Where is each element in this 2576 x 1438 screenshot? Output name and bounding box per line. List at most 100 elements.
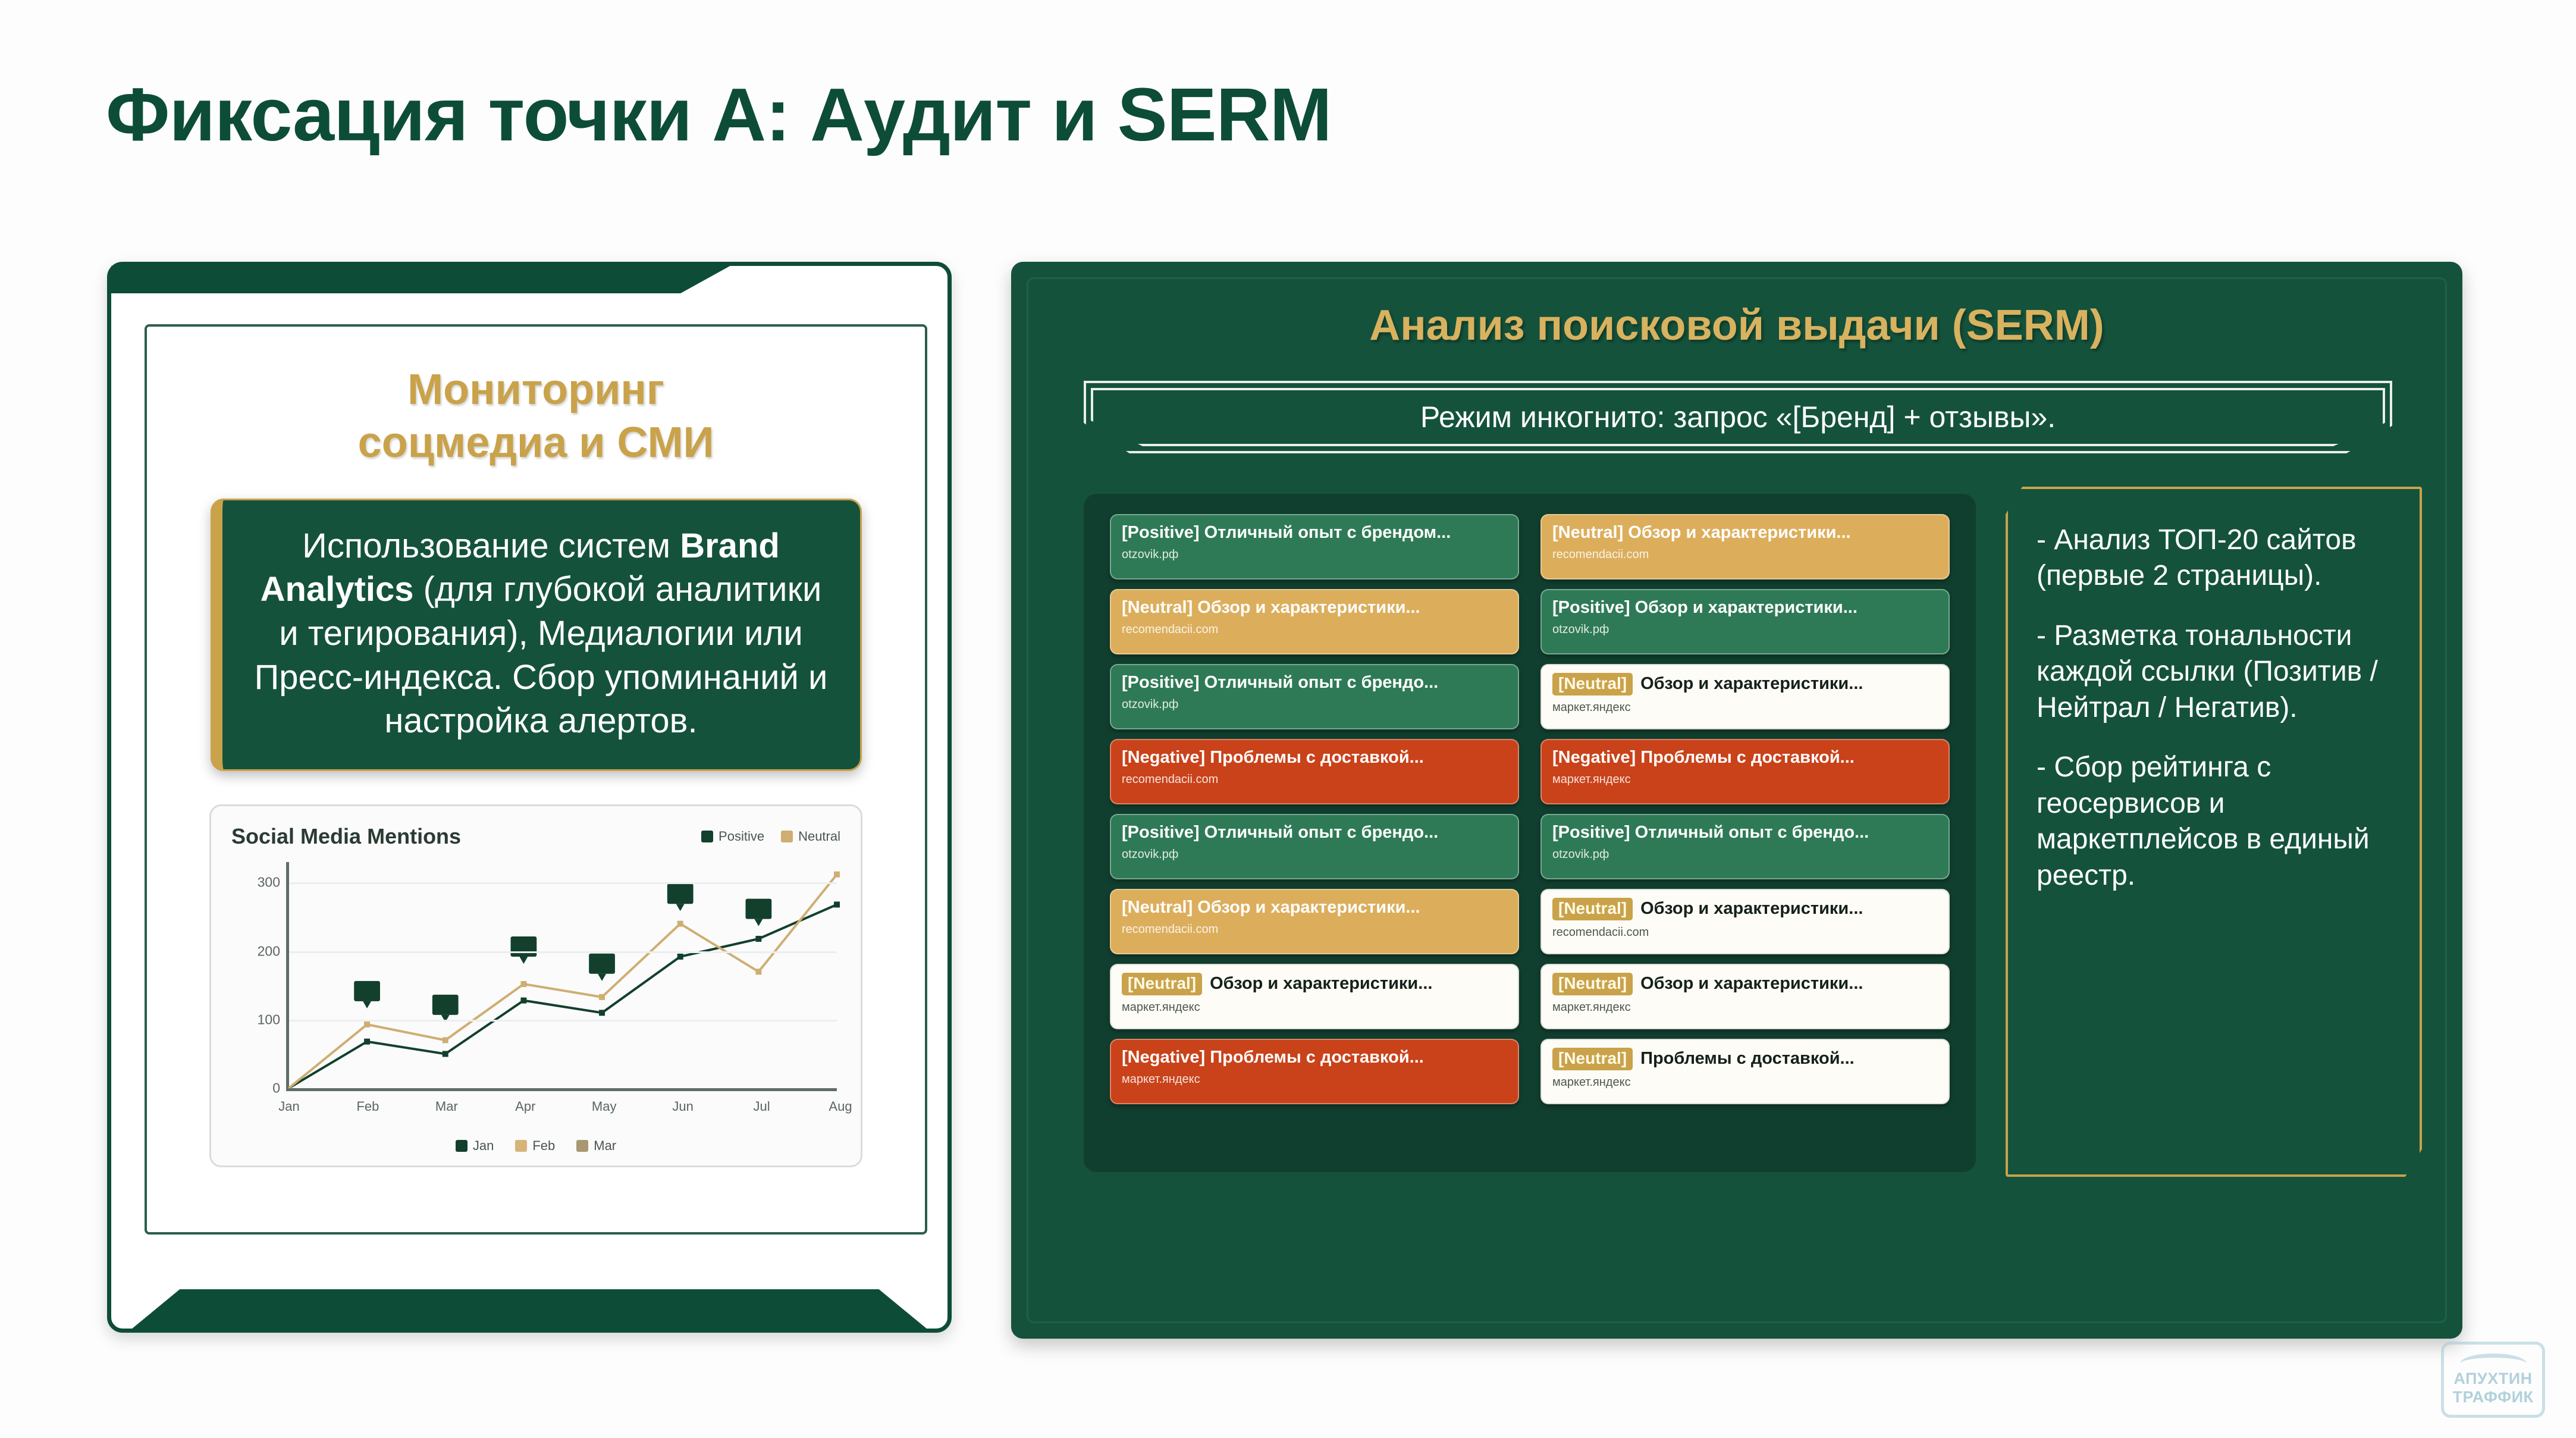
serm-result-card[interactable]: [Neutral]Обзор и характеристики... маркет… <box>1540 664 1950 729</box>
serm-result-card[interactable]: [Neutral] Обзор и характеристики...recom… <box>1540 514 1950 579</box>
page-title: Фиксация точки А: Аудит и SERM <box>106 73 1332 156</box>
watermark-line1: АПУХТИН <box>2453 1369 2533 1387</box>
serm-query-box: Режим инкогнито: запрос «[Бренд] + отзыв… <box>1084 381 2392 453</box>
serm-result-card[interactable]: [Positive] Отличный опыт с брендо...otzo… <box>1540 814 1950 879</box>
serm-title: Анализ поисковой выдачи (SERM) <box>1369 302 2104 349</box>
serm-result-card[interactable]: [Negative] Проблемы с доставкой...маркет… <box>1110 1039 1519 1104</box>
y-axis <box>286 861 289 1088</box>
serm-result-title: [Neutral] Обзор и характеристики... <box>1122 598 1420 617</box>
chart-data-point <box>834 871 840 878</box>
chart-bottom-legend-item: Feb <box>515 1138 555 1154</box>
serm-result-title: [Negative] Проблемы с доставкой... <box>1122 748 1424 767</box>
monitoring-description-text: Использование систем Brand Analytics (дл… <box>253 524 829 743</box>
chart-legend-item: Neutral <box>781 829 840 844</box>
serm-result-title: [Neutral] Обзор и характеристики... <box>1122 898 1420 917</box>
serm-result-source: otzovik.рф <box>1552 848 1609 861</box>
desc-brand-name: Brand Analytics <box>260 526 780 609</box>
y-axis-tick-label: 200 <box>257 943 280 958</box>
serm-result-card[interactable]: [Neutral]Проблемы с доставкой... маркет.я… <box>1540 1039 1950 1104</box>
serm-result-title: [Neutral]Обзор и характеристики... <box>1122 973 1507 996</box>
serm-result-source: recomendacii.com <box>1552 548 1649 562</box>
serm-result-title: [Negative] Проблемы с доставкой... <box>1552 748 1855 767</box>
serm-result-title: [Neutral]Обзор и характеристики... <box>1552 898 1938 921</box>
serm-result-card[interactable]: [Positive] Отличный опыт с брендо... otzo… <box>1110 814 1519 879</box>
chart-bottom-legend-item: Mar <box>576 1138 616 1154</box>
serm-result-card[interactable]: [Positive] Отличный опыт с брендо...otzo… <box>1110 664 1519 729</box>
serm-result-card[interactable]: [Neutral]Обзор и характеристики...маркет… <box>1110 964 1519 1029</box>
sentiment-badge: [Neutral] <box>1552 673 1633 696</box>
monitoring-heading: Мониторинг соцмедиа и СМИ <box>171 364 901 470</box>
serm-result-source: otzovik.рф <box>1122 848 1179 861</box>
chart-data-point <box>677 953 683 960</box>
serm-result-source: recomendacii.com <box>1122 773 1219 787</box>
serm-result-title: [Neutral]Обзор и характеристики... <box>1552 673 1938 696</box>
serm-result-card[interactable]: [Negative] Проблемы с доставкой...маркет… <box>1540 739 1950 804</box>
serm-result-source: маркет.яндекс <box>1122 1073 1200 1086</box>
chart-data-point <box>677 920 683 927</box>
serm-result-card[interactable]: [Neutral] Обзор и характеристики... recom… <box>1110 589 1519 654</box>
sentiment-badge: [Neutral] <box>1552 898 1633 921</box>
serm-result-source: recomendacii.com <box>1122 623 1219 637</box>
chart-series-line <box>288 903 837 1089</box>
serm-result-card[interactable]: [Neutral]Обзор и характеристики...маркет… <box>1540 964 1950 1029</box>
legend-swatch-icon <box>701 830 714 842</box>
serm-result-text: Обзор и характеристики... <box>1210 974 1433 994</box>
legend-swatch-icon <box>515 1139 528 1152</box>
chart-data-point <box>364 1038 371 1045</box>
desc-part-2: (для глубокой аналитики и тегирования), … <box>254 570 828 741</box>
serm-panel: Анализ поисковой выдачи (SERM) Режим инк… <box>1011 262 2462 1339</box>
monitoring-panel: Мониторинг соцмедиа и СМИ Использование … <box>107 262 952 1333</box>
monitoring-heading-line2: соцмедиа и СМИ <box>357 419 714 467</box>
chart-point-label <box>432 994 459 1022</box>
watermark-line2: ТРАФФИК <box>2452 1387 2534 1406</box>
chart-data-point <box>520 980 527 987</box>
chart-data-point <box>442 1051 448 1057</box>
chart-data-point <box>755 969 762 975</box>
serm-result-title: [Positive] Обзор и характеристики... <box>1552 598 1858 617</box>
x-axis-tick-label: Mar <box>435 1098 458 1114</box>
panel-bottom-accent-bar <box>132 1289 927 1329</box>
chart-bottom-legend: Jan Feb Mar <box>231 1138 840 1154</box>
x-axis-tick-label: Apr <box>515 1098 536 1114</box>
chart-gridline <box>289 951 837 953</box>
serm-result-source: otzovik.рф <box>1552 623 1609 637</box>
serm-result-source: маркет.яндекс <box>1552 701 1631 715</box>
serm-query-text: Режим инкогнито: запрос «[Бренд] + отзыв… <box>1420 400 2056 434</box>
chart-data-point <box>520 997 527 1004</box>
legend-swatch-icon <box>576 1139 589 1152</box>
serm-result-card[interactable]: [Positive] Обзор и характеристики... otzo… <box>1540 589 1950 654</box>
chart-data-point <box>442 1037 448 1044</box>
watermark-arc-icon <box>2459 1353 2527 1368</box>
legend-label: Jan <box>472 1138 494 1153</box>
serm-result-title: [Neutral]Проблемы с доставкой... <box>1552 1048 1938 1071</box>
sentiment-badge: [Neutral] <box>1552 973 1633 996</box>
chart-data-point <box>599 1010 605 1016</box>
serm-result-title: [Positive] Отличный опыт с брендо... <box>1122 823 1439 842</box>
serm-results-grid: [Positive] Отличный опыт с брендом...otz… <box>1110 514 1950 1104</box>
monitoring-panel-inner: Мониторинг соцмедиа и СМИ Использование … <box>145 324 927 1235</box>
serm-note-item: - Анализ ТОП-20 сайтов (первые 2 страниц… <box>2037 524 2357 592</box>
serm-result-card[interactable]: [Neutral] Обзор и характеристики...recom… <box>1110 889 1519 954</box>
serm-result-text: Обзор и характеристики... <box>1640 974 1863 994</box>
chart-data-point <box>755 935 762 942</box>
chart-data-point <box>599 994 605 1000</box>
chart-point-label <box>510 936 537 964</box>
x-axis-tick-label: Feb <box>356 1098 379 1114</box>
chart-legend: Positive Neutral <box>701 824 840 844</box>
y-axis-tick-label: 300 <box>257 874 280 890</box>
serm-result-card[interactable]: [Positive] Отличный опыт с брендом...otz… <box>1110 514 1519 579</box>
chart-bottom-legend-item: Jan <box>455 1138 494 1154</box>
desc-part-1: Использование систем <box>302 526 680 565</box>
chart-gridline <box>289 1019 837 1022</box>
serm-result-card[interactable]: [Neutral]Обзор и характеристики...recome… <box>1540 889 1950 954</box>
serm-result-source: otzovik.рф <box>1122 548 1179 562</box>
serm-results-container: [Positive] Отличный опыт с брендом...otz… <box>1084 494 1976 1172</box>
serm-result-text: Проблемы с доставкой... <box>1640 1049 1855 1069</box>
serm-result-source: маркет.яндекс <box>1552 1076 1631 1089</box>
serm-note-item: - Сбор рейтинга с геосервисов и маркетпл… <box>2037 751 2370 891</box>
chart-point-label <box>667 884 694 911</box>
serm-result-card[interactable]: [Negative] Проблемы с доставкой... recome… <box>1110 739 1519 804</box>
chart-legend-item: Positive <box>701 829 764 844</box>
